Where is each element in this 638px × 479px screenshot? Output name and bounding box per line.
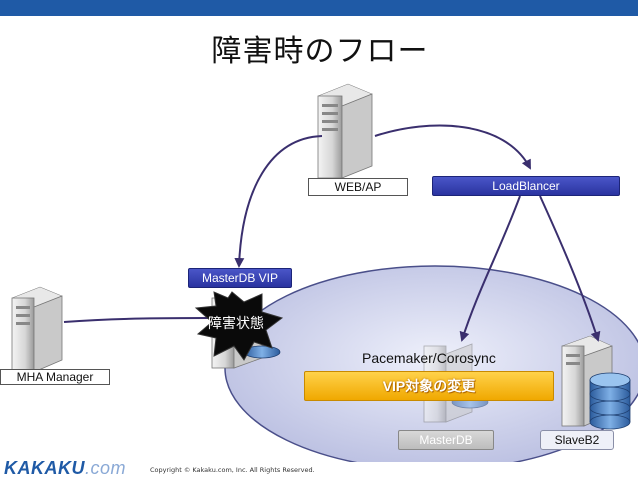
web-ap-label: WEB/AP — [308, 178, 408, 196]
page-title: 障害時のフロー — [211, 34, 429, 69]
vip-change-bar: VIP対象の変更 — [304, 371, 554, 401]
arrow-web-to-loadbalancer — [374, 124, 531, 170]
mha-manager-label: MHA Manager — [0, 369, 110, 385]
web-server-icon — [317, 83, 373, 179]
arrow-lb-to-masterdb — [459, 195, 521, 342]
company-logo: KAKAKU.com — [4, 458, 127, 478]
header-bar — [0, 0, 638, 16]
masterdb-vip-label: MasterDB VIP — [188, 268, 292, 288]
slaveb2-label: SlaveB2 — [540, 430, 614, 450]
loadbalancer-label: LoadBlancer — [432, 176, 620, 196]
footer — [0, 462, 638, 479]
arrow-lb-to-slaveb2 — [539, 195, 601, 342]
connector-mha-to-master — [63, 317, 211, 323]
copyright-text: Copyright © Kakaku.com, Inc. All Rights … — [150, 466, 315, 474]
masterdb-label: MasterDB — [398, 430, 494, 450]
failure-starburst — [194, 291, 284, 361]
failure-state-label: 障害状態 — [208, 316, 264, 332]
arrow-web-to-masterdb-vip — [234, 135, 323, 268]
pacemaker-label: Pacemaker/Corosync — [362, 350, 496, 366]
mha-manager-server-icon — [11, 286, 63, 373]
